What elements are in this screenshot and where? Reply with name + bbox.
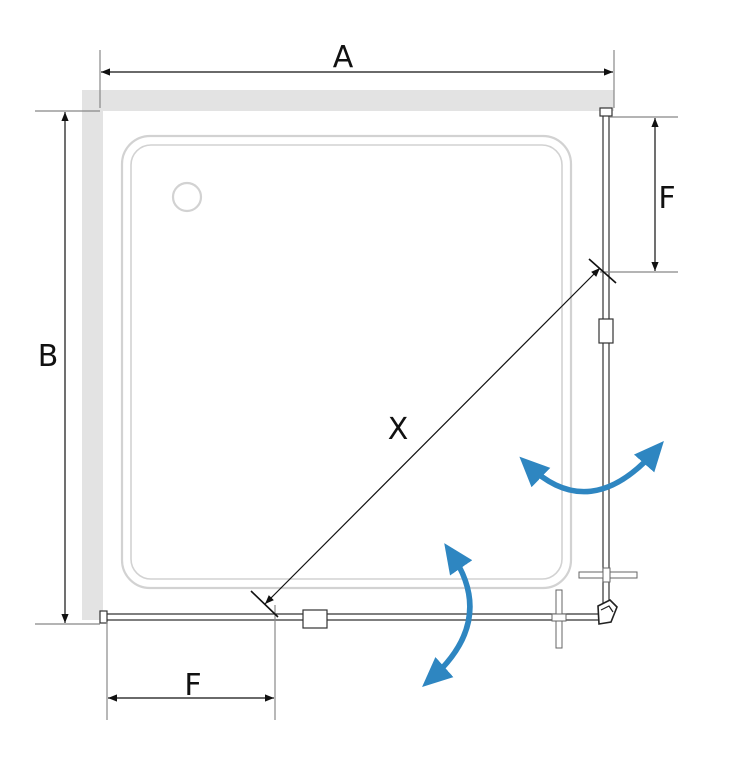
- dimension-x-label: X: [388, 412, 409, 447]
- shower-tray: [120, 134, 573, 590]
- towel-bar-right: [578, 567, 638, 583]
- right-glass-panel: [602, 113, 610, 612]
- dimension-f-bottom-label: F: [184, 668, 201, 703]
- front-glass-panel: [103, 613, 600, 621]
- dimension-a: [99, 50, 615, 108]
- side-wall: [82, 90, 103, 620]
- swing-arrow-right-icon: [519, 440, 664, 495]
- tray-outer-edge: [120, 134, 573, 590]
- door-swing-arrows: [422, 440, 664, 688]
- wall-profile-left: [99, 610, 108, 624]
- wall-profile-top: [599, 107, 613, 117]
- dimension-f-right: [600, 116, 678, 273]
- walls: [82, 90, 614, 620]
- door-handle-right: [598, 318, 614, 344]
- swing-arrow-front-icon: [422, 543, 473, 688]
- towel-bar-front: [551, 589, 567, 649]
- dimension-b-label: B: [38, 339, 59, 374]
- dimension-f-right-label: F: [658, 181, 675, 216]
- drain-icon: [171, 181, 203, 213]
- corner-hinge: [597, 599, 618, 625]
- back-wall: [82, 90, 614, 111]
- door-handle-front: [302, 609, 328, 629]
- dimension-f-bottom: [106, 605, 276, 720]
- glass-panels: [99, 107, 638, 649]
- dimension-a-label: A: [333, 40, 354, 75]
- tray-inner-edge: [130, 144, 563, 580]
- dimension-x: [250, 258, 617, 618]
- dimension-b: [35, 110, 100, 625]
